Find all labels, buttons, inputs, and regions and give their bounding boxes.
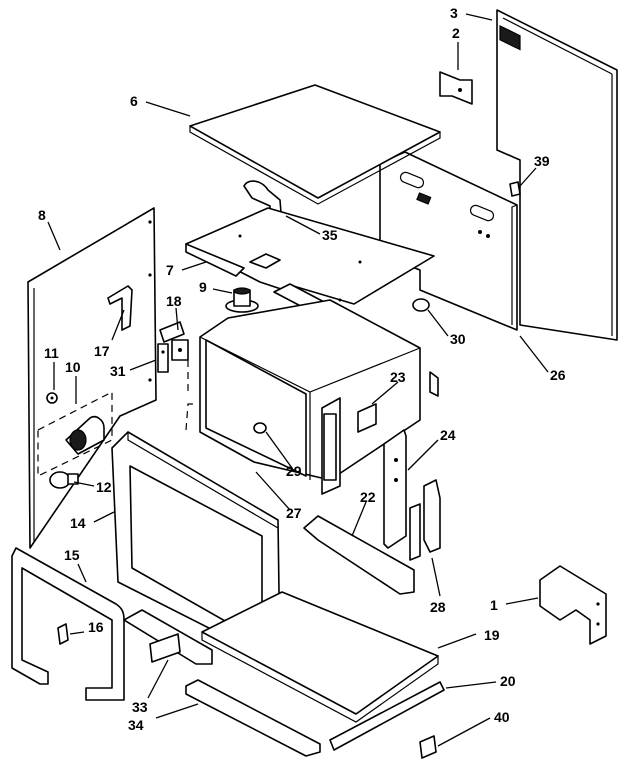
- part-28-hinge: [409, 479, 441, 561]
- callout-7: 7: [166, 262, 174, 278]
- callout-40: 40: [494, 709, 510, 725]
- callout-31: 31: [110, 363, 126, 379]
- callout-18: 18: [166, 293, 182, 309]
- oven-cavity: [185, 299, 439, 495]
- callout-2: 2: [452, 25, 460, 41]
- part-22-rail: [303, 515, 415, 595]
- callout-11: 11: [44, 345, 59, 361]
- callout-28: 28: [430, 599, 446, 615]
- part-33-bracket: [123, 609, 213, 665]
- part-6-top-cover: [189, 84, 441, 205]
- part-20-rail: [329, 681, 445, 751]
- callout-labels: 1 2 3 6 7 8 9 10 11 12 14 15 16 17 18 19…: [38, 5, 566, 733]
- part-29-plug: [253, 422, 267, 434]
- part-40-clip: [419, 735, 437, 759]
- callout-9: 9: [199, 279, 207, 295]
- part-24-hinge-bracket: [383, 429, 407, 549]
- callout-24: 24: [440, 427, 456, 443]
- part-31-switch: [157, 343, 169, 373]
- part-19-bottom-panel: [201, 591, 439, 723]
- callout-23: 23: [390, 369, 406, 385]
- part-26-side-panel: [379, 151, 518, 331]
- callout-8: 8: [38, 207, 46, 223]
- callout-22: 22: [360, 489, 376, 505]
- part-15-door-gasket: [11, 547, 125, 701]
- callout-3: 3: [450, 5, 458, 21]
- callout-30: 30: [450, 331, 466, 347]
- part-34-bottom-rail: [185, 679, 321, 757]
- callout-27: 27: [286, 505, 302, 521]
- part-30-plug: [412, 298, 430, 312]
- callout-6: 6: [130, 93, 138, 109]
- callout-15: 15: [64, 547, 80, 563]
- callout-20: 20: [500, 673, 516, 689]
- part-3-back-panel: [496, 9, 618, 341]
- callout-39: 39: [534, 153, 550, 169]
- part-39-clip: [509, 181, 521, 197]
- callout-35: 35: [322, 227, 338, 243]
- callout-16: 16: [88, 619, 104, 635]
- callout-14: 14: [70, 515, 86, 531]
- part-8-left-side-panel: [27, 207, 157, 549]
- part-1-bracket: [539, 565, 607, 645]
- callout-12: 12: [96, 479, 112, 495]
- callout-1: 1: [490, 597, 498, 613]
- callout-26: 26: [550, 367, 566, 383]
- callout-34: 34: [128, 717, 144, 733]
- callout-33: 33: [132, 699, 148, 715]
- part-23-label: [357, 403, 377, 433]
- callout-10: 10: [65, 359, 81, 375]
- callout-19: 19: [484, 627, 500, 643]
- part-2-bracket: [439, 71, 473, 105]
- leader-lines: [47, 13, 549, 747]
- callout-17: 17: [94, 343, 110, 359]
- callout-29: 29: [286, 463, 302, 479]
- part-7-top-plate: [185, 207, 435, 317]
